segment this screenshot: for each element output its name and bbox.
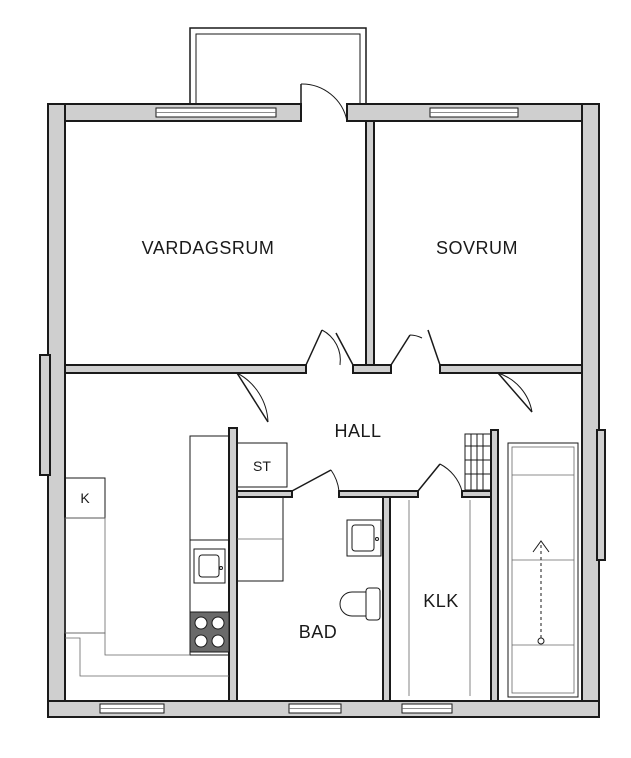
- interior-walls: [64, 120, 583, 702]
- balcony: [189, 27, 367, 104]
- room-labels: VARDAGSRUM SOVRUM HALL BAD KLK: [142, 238, 518, 642]
- toilet: [339, 591, 367, 617]
- doors: [236, 83, 533, 492]
- hall-label: HALL: [334, 421, 381, 441]
- stair: [507, 442, 579, 698]
- closet-label: KLK: [423, 591, 459, 611]
- wardrobe-rack: [464, 433, 492, 491]
- living-room-label: VARDAGSRUM: [142, 238, 275, 258]
- bathroom-label: BAD: [299, 622, 338, 642]
- storage-label: ST: [253, 458, 271, 474]
- closet-fixtures: [408, 500, 471, 696]
- fridge-label: K: [80, 490, 90, 506]
- storage-closet: ST: [236, 442, 288, 488]
- stove: [189, 611, 230, 653]
- bathroom-fixtures: [236, 496, 382, 621]
- bathroom-sink: [346, 519, 382, 557]
- bedroom-label: SOVRUM: [436, 238, 518, 258]
- windows: [99, 107, 519, 714]
- kitchen: K: [64, 435, 230, 677]
- exterior-walls: [39, 103, 606, 718]
- kitchen-sink: [193, 548, 226, 584]
